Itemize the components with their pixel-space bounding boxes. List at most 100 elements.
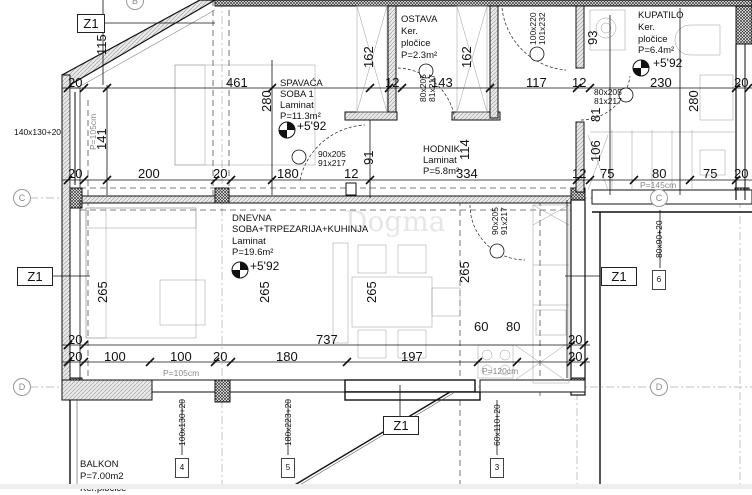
dimension-label: 91 bbox=[361, 150, 376, 165]
room-name-2: SOBA+TRPEZARIJA+KUHINJA bbox=[232, 224, 369, 235]
dimension-label: 20 bbox=[568, 349, 583, 364]
window-size-label: 180x223+20 bbox=[283, 398, 293, 446]
wall-tag-z1: Z1 bbox=[383, 416, 419, 435]
axis-marker-d: D bbox=[13, 378, 31, 396]
window-size-label: 140x130+20 bbox=[14, 127, 62, 137]
room-name: DNEVNA bbox=[232, 213, 272, 224]
door-size-label-2: 91x217 bbox=[318, 158, 346, 168]
dimension-label: 81 bbox=[588, 107, 603, 122]
dimension-label: 12 bbox=[344, 166, 359, 181]
window-size-label: 100x130+20 bbox=[177, 398, 187, 446]
window-size-label: 60x110+20 bbox=[492, 404, 502, 446]
dimension-label: 737 bbox=[316, 332, 338, 347]
window-size-label: 80x90+20 bbox=[654, 220, 664, 258]
door-size-label: 90x205 bbox=[318, 149, 346, 159]
dimension-label: 230 bbox=[650, 75, 672, 90]
room-floor-2: pločice bbox=[401, 38, 431, 49]
wall-tag-z1: Z1 bbox=[601, 267, 637, 286]
dimension-label: 265 bbox=[95, 281, 110, 303]
room-name: SPAVAĆA bbox=[280, 78, 323, 89]
room-area: P=19.6m² bbox=[232, 247, 274, 258]
axis-marker-c: C bbox=[13, 189, 31, 207]
room-area: P=6.4m² bbox=[638, 45, 675, 56]
dimension-label: 75 bbox=[703, 166, 718, 181]
room-name: KUPATILO bbox=[638, 10, 684, 21]
level-label: +5'92 bbox=[653, 56, 683, 70]
dimension-label: 80 bbox=[506, 319, 521, 334]
room-floor: Laminat bbox=[232, 236, 266, 247]
dimension-label: 141 bbox=[94, 128, 109, 150]
parapet-label: P=145cm bbox=[640, 180, 677, 190]
room-area: P=5.8m² bbox=[423, 166, 460, 177]
dimension-label: 12 bbox=[572, 166, 587, 181]
dimension-label: 143 bbox=[431, 75, 453, 90]
dimension-label: 80 bbox=[652, 166, 667, 181]
dimension-label: 162 bbox=[459, 46, 474, 68]
dimension-label: 106 bbox=[588, 140, 603, 162]
room-floor: Laminat bbox=[280, 100, 314, 111]
room-name: BALKON bbox=[80, 459, 119, 470]
room-floor-2: pločice bbox=[638, 34, 668, 45]
door-size-label-2: 91x217 bbox=[499, 207, 509, 235]
dimension-label: 334 bbox=[456, 166, 478, 181]
window-number: 3 bbox=[490, 458, 504, 478]
door-size-label-2: 81x217 bbox=[594, 96, 622, 106]
dimension-label: 280 bbox=[686, 90, 701, 112]
dimension-label: 200 bbox=[138, 166, 160, 181]
dimension-label: 20 bbox=[734, 75, 749, 90]
dimension-label: 100 bbox=[170, 349, 192, 364]
dimension-label: 180 bbox=[277, 166, 299, 181]
room-name: HODNIK bbox=[423, 144, 460, 155]
dimension-label: 12 bbox=[385, 75, 400, 90]
watermark: Dogma bbox=[345, 205, 446, 238]
parapet-label: P=105cm bbox=[163, 368, 200, 378]
dimension-label: 12 bbox=[572, 75, 587, 90]
dimension-label: 265 bbox=[457, 261, 472, 283]
dimension-label: 180 bbox=[276, 349, 298, 364]
dimension-label: 20 bbox=[68, 75, 83, 90]
dimension-label: 280 bbox=[259, 90, 274, 112]
door-size-label-2: 101x232 bbox=[537, 12, 547, 45]
dimension-label: 265 bbox=[257, 281, 272, 303]
axis-marker-d: D bbox=[650, 378, 668, 396]
parapet-label: P=120cm bbox=[482, 366, 519, 376]
room-name-2: SOBA 1 bbox=[280, 89, 314, 100]
axis-marker-c: C bbox=[650, 189, 668, 207]
level-marker-icon bbox=[231, 59, 650, 279]
room-floor: Ker. bbox=[638, 22, 655, 33]
level-label: +5'92 bbox=[250, 259, 280, 273]
dimension-label: 461 bbox=[226, 75, 248, 90]
room-floor: Laminat bbox=[423, 155, 457, 166]
dimension-label: 75 bbox=[600, 166, 615, 181]
room-area: P=7.00m2 bbox=[80, 471, 124, 482]
dimension-label: 197 bbox=[401, 349, 423, 364]
window-number: 5 bbox=[281, 458, 295, 478]
room-area: P=11.3m² bbox=[280, 111, 321, 122]
room-floor: Ker. bbox=[401, 26, 418, 37]
dimension-label: 20 bbox=[734, 166, 749, 181]
dimension-label: 60 bbox=[474, 319, 489, 334]
dimension-label: 20 bbox=[68, 349, 83, 364]
dimension-label: 265 bbox=[364, 281, 379, 303]
bottom-edge bbox=[0, 484, 752, 489]
dimension-label: 20 bbox=[213, 166, 228, 181]
wall-tag-z1: Z1 bbox=[77, 14, 105, 33]
dimension-label: 20 bbox=[68, 166, 83, 181]
wall-tag-z1: Z1 bbox=[17, 267, 53, 286]
door-size-label: 80x205 bbox=[594, 87, 622, 97]
dimension-label: 115 bbox=[94, 34, 109, 55]
dimension-label: 114 bbox=[457, 139, 472, 160]
dimension-label: 162 bbox=[361, 46, 376, 68]
dimension-label: 100 bbox=[104, 349, 126, 364]
window-number: 4 bbox=[175, 458, 189, 478]
dimension-label: 20 bbox=[213, 349, 228, 364]
dimension-label: 93 bbox=[585, 30, 600, 45]
dimension-label: 20 bbox=[568, 332, 583, 347]
dimension-label: 20 bbox=[68, 332, 83, 347]
level-label: +5'92 bbox=[297, 119, 327, 133]
window-number: 6 bbox=[652, 270, 666, 290]
room-area: P=2.3m² bbox=[401, 50, 438, 61]
dimension-label: 117 bbox=[526, 75, 547, 90]
